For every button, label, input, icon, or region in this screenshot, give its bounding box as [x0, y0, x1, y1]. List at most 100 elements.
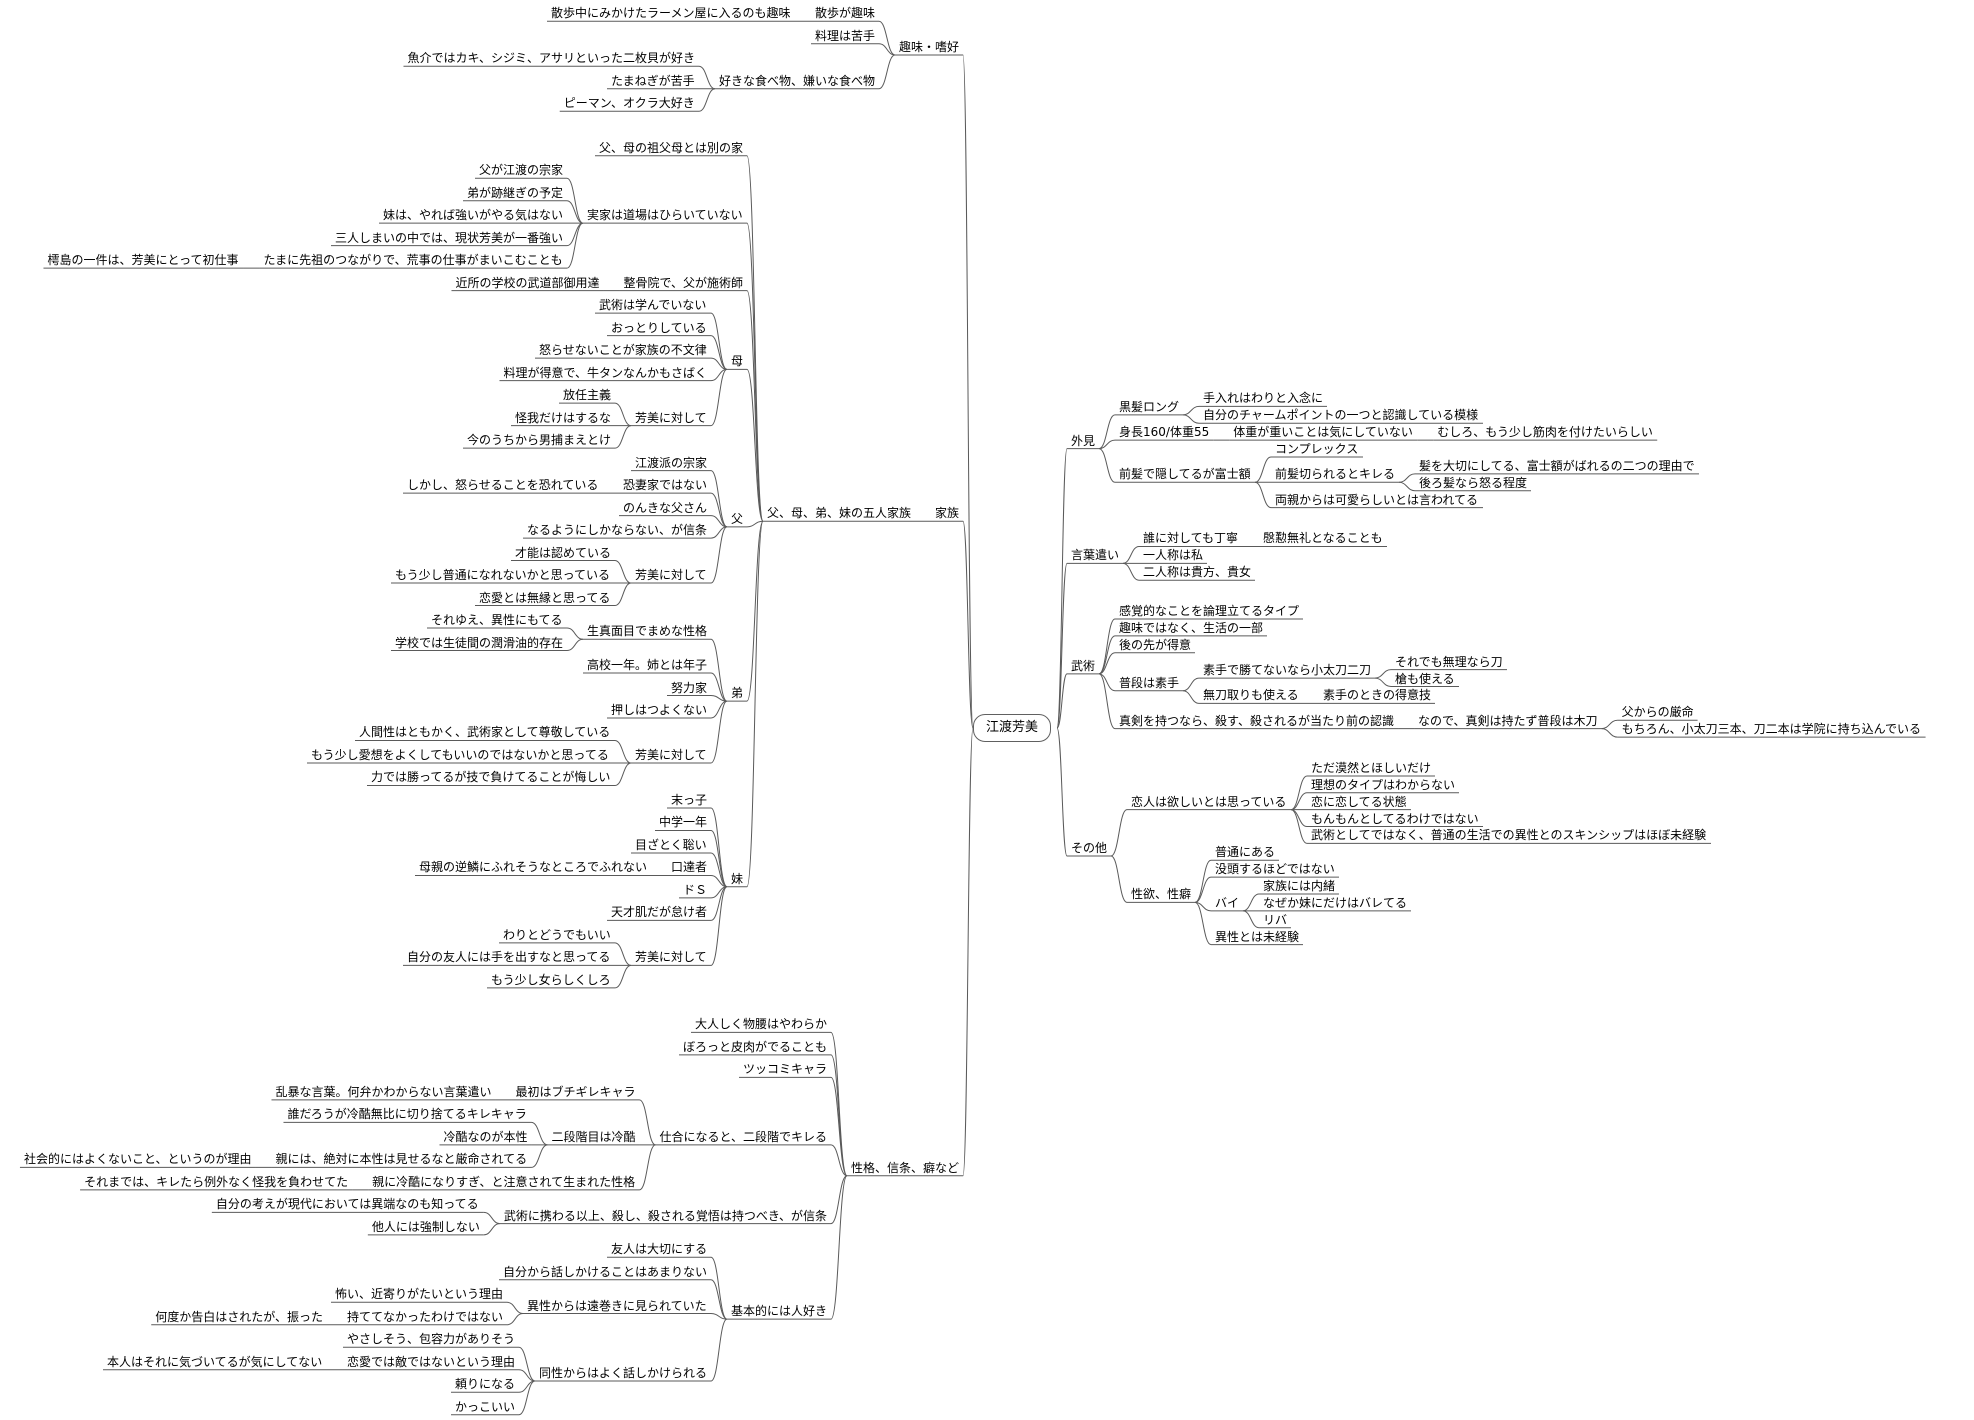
topic-node[interactable]: コンプレックス [1275, 442, 1359, 457]
topic-node[interactable]: むしろ、もう少し筋肉を付けたいらしい [1437, 425, 1653, 440]
topic-node[interactable]: なるようにしかならない、が信条 [526, 523, 707, 538]
topic-node[interactable]: 母 [730, 354, 743, 369]
topic-node[interactable]: 妹は、やれば強いがやる気はない [382, 208, 563, 223]
topic-node[interactable]: ただ漠然とほしいだけ [1311, 760, 1432, 775]
topic-node[interactable]: 親に冷酷になりすぎ、と注意されて生まれた性格 [372, 1174, 636, 1189]
topic-node[interactable]: たまに先祖のつながりで、荒事の仕事がまいこむことも [263, 253, 563, 268]
topic-node[interactable]: 外見 [1071, 433, 1096, 448]
topic-node[interactable]: 素手で勝てないなら小太刀二刀 [1203, 663, 1372, 678]
topic-node[interactable]: 自分の考えが現代においては異端なのも知ってる [215, 1197, 479, 1212]
topic-node[interactable]: もんもんとしてるわけではない [1311, 811, 1479, 826]
topic-node[interactable]: 後の先が得意 [1119, 637, 1192, 652]
topic-node[interactable]: ツッコミキャラ [742, 1062, 827, 1077]
topic-node[interactable]: 武術としてではなく、普通の生活での異性とのスキンシップはほぼ未経験 [1311, 828, 1707, 843]
topic-node[interactable]: 自分のチャームポイントの一つと認識している模様 [1203, 408, 1479, 423]
topic-node[interactable]: もう少し愛想をよくしてもいいのではないかと思ってる [310, 747, 609, 762]
topic-node[interactable]: 中学一年 [658, 815, 707, 830]
topic-node[interactable]: 誰に対しても丁寧 [1143, 531, 1239, 546]
topic-node[interactable]: 恐妻家ではない [622, 478, 707, 493]
topic-node[interactable]: 実家は道場はひらいていない [586, 208, 743, 223]
topic-node[interactable]: 趣味ではなく、生活の一部 [1119, 620, 1264, 635]
topic-node[interactable]: 整骨院で、父が施術師 [623, 275, 743, 290]
topic-node[interactable]: 誰だろうが冷酷無比に切り捨てるキレキャラ [287, 1107, 527, 1122]
topic-node[interactable]: 武術 [1071, 658, 1096, 673]
topic-node[interactable]: たまねぎが苦手 [610, 73, 695, 88]
topic-node[interactable]: わりとどうでもいい [502, 927, 611, 942]
topic-node[interactable]: 恋愛では敵ではないという理由 [346, 1354, 515, 1369]
topic-node[interactable]: バイ [1215, 895, 1240, 910]
topic-node[interactable]: 前髪で隠してるが富士額 [1119, 467, 1251, 482]
topic-node[interactable]: 芳美に対して [634, 747, 707, 762]
topic-node[interactable]: 仕合になると、二段階でキレる [659, 1129, 827, 1144]
topic-node[interactable]: 武術は学んでいない [598, 298, 707, 313]
topic-node[interactable]: 家族 [934, 506, 959, 521]
topic-node[interactable]: それまでは、キレたら例外なく怪我を負わせてた [84, 1174, 349, 1189]
topic-node[interactable]: しかし、怒らせることを恐れている [406, 478, 599, 493]
topic-node[interactable]: 才能は認めている [514, 545, 611, 560]
topic-node[interactable]: 自分の友人には手を出すなと思ってる [406, 950, 611, 965]
topic-node[interactable]: リバ [1263, 912, 1288, 927]
topic-node[interactable]: 慇懃無礼となることも [1263, 531, 1383, 546]
topic-node[interactable]: 大人しく物腰はやわらか [694, 1017, 827, 1032]
topic-node[interactable]: 人間性はともかく、武術家として尊敬している [358, 725, 611, 740]
topic-node[interactable]: もう少し女らしくしろ [490, 972, 611, 987]
topic-node[interactable]: 持ててなかったわけではない [346, 1309, 503, 1324]
topic-node[interactable]: 父、母の祖父母とは別の家 [598, 140, 743, 155]
topic-node[interactable]: 性欲、性癖 [1131, 887, 1192, 902]
topic-node[interactable]: 父、母、弟、妹の五人家族 [766, 506, 911, 521]
topic-node[interactable]: 何度か告白はされたが、振った [155, 1309, 323, 1324]
topic-node[interactable]: 乱暴な言葉。何弁かわからない言葉遣い [275, 1084, 492, 1099]
topic-node[interactable]: その他 [1071, 841, 1108, 856]
topic-node[interactable]: 髪を大切にしてる、富士額がばれるの二つの理由で [1419, 458, 1695, 473]
topic-node[interactable]: 目ざとく聡い [634, 837, 707, 852]
topic-node[interactable]: 江渡派の宗家 [634, 455, 707, 470]
topic-node[interactable]: 生真面目でまめな性格 [586, 624, 707, 639]
topic-node[interactable]: 槍も使える [1395, 671, 1455, 686]
topic-node[interactable]: 恋愛とは無縁と思ってる [478, 590, 611, 605]
topic-node[interactable]: 普通にある [1215, 845, 1276, 860]
topic-node[interactable]: 異性からは遠巻きに見られていた [526, 1298, 707, 1313]
topic-node[interactable]: 他人には強制しない [371, 1219, 480, 1234]
topic-node[interactable]: 天才肌だが怠け者 [610, 905, 707, 920]
topic-node[interactable]: もちろん、小太刀三本、刀二本は学院に持ち込んでいる [1621, 722, 1921, 737]
topic-node[interactable]: 黒髪ロング [1119, 399, 1180, 414]
topic-node[interactable]: やさしそう、包容力がありそう [346, 1332, 515, 1347]
topic-node[interactable]: 自分から話しかけることはあまりない [502, 1264, 707, 1279]
topic-node[interactable]: 同性からはよく話しかけられる [538, 1366, 707, 1381]
topic-node[interactable]: 無刀取りも使える [1203, 688, 1299, 703]
topic-node[interactable]: 二段階目は冷酷 [551, 1129, 636, 1144]
topic-node[interactable]: 魚介ではカキ、シジミ、アサリといった二枚貝が好き [407, 51, 695, 66]
topic-node[interactable]: 基本的には人好き [730, 1304, 827, 1319]
topic-node[interactable]: 冷酷なのが本性 [443, 1129, 528, 1144]
topic-node[interactable]: 弟 [730, 686, 743, 701]
topic-node[interactable]: 押しはつよくない [610, 703, 707, 717]
topic-node[interactable]: 理想のタイプはわからない [1311, 777, 1456, 792]
topic-node[interactable]: それでも無理なら刀 [1395, 654, 1503, 669]
topic-node[interactable]: 後ろ髪なら怒る程度 [1419, 475, 1528, 490]
topic-node[interactable]: 没頭するほどではない [1215, 862, 1335, 877]
topic-node[interactable]: 料理は苦手 [814, 28, 875, 43]
topic-node[interactable]: 芳美に対して [634, 568, 707, 583]
topic-node[interactable]: 樗島の一件は、芳美にとって初仕事 [47, 253, 239, 268]
topic-node[interactable]: 手入れはわりと入念に [1203, 391, 1324, 406]
topic-node[interactable]: 頼りになる [454, 1377, 515, 1392]
topic-node[interactable]: のんきな父さん [622, 500, 707, 515]
topic-node[interactable]: 怪我だけはするな [514, 410, 611, 425]
topic-node[interactable]: 一人称は私 [1143, 548, 1204, 563]
topic-node[interactable]: 学校では生徒間の潤滑油的存在 [394, 635, 563, 650]
topic-node[interactable]: 力では勝ってるが技で負けてることが悔しい [370, 770, 611, 785]
topic-node[interactable]: 友人は大切にする [610, 1242, 708, 1257]
topic-node[interactable]: 身長160/体重55 [1119, 425, 1210, 440]
topic-node[interactable]: おっとりしている [610, 320, 707, 335]
topic-node[interactable]: 素手のときの得意技 [1323, 688, 1432, 703]
topic-node[interactable]: 父が江渡の宗家 [478, 163, 563, 178]
topic-node[interactable]: 好きな食べ物、嫌いな食べ物 [718, 73, 875, 88]
topic-node[interactable]: 普段は素手 [1119, 675, 1180, 690]
topic-node[interactable]: 努力家 [670, 680, 707, 695]
topic-node[interactable]: 高校一年。姉とは年子 [586, 658, 707, 673]
topic-node[interactable]: 今のうちから男捕まえとけ [466, 433, 611, 448]
topic-node[interactable]: 芳美に対して [634, 950, 707, 965]
topic-node[interactable]: 異性とは未経験 [1215, 929, 1300, 944]
topic-node[interactable]: 近所の学校の武道部御用達 [455, 275, 600, 290]
topic-node[interactable]: 感覚的なことを論理立てるタイプ [1119, 604, 1300, 619]
